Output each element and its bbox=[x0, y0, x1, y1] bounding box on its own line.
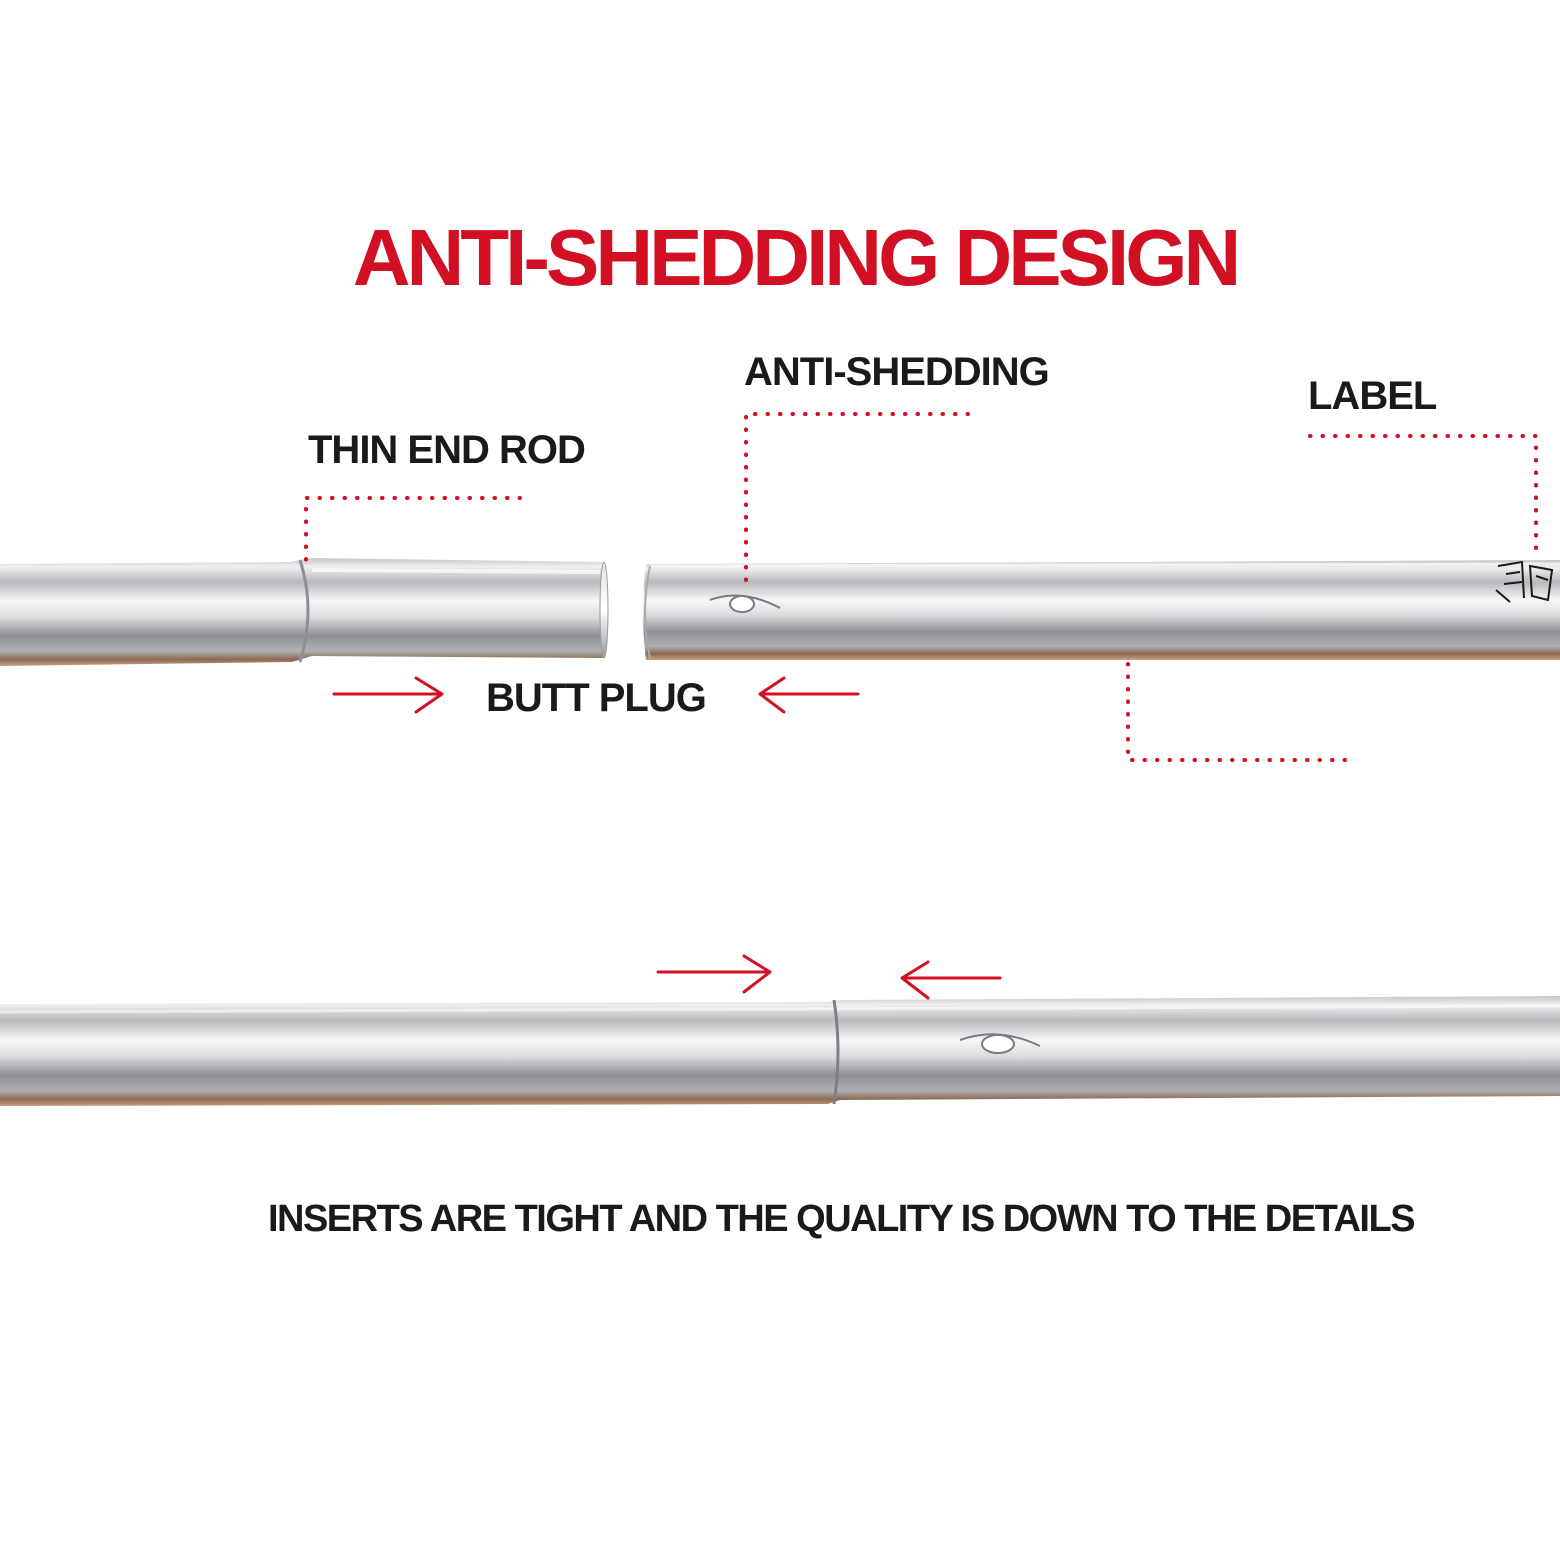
arrow-right-lower bbox=[656, 954, 772, 994]
insert-arrows bbox=[332, 676, 1002, 1000]
assembled-rod bbox=[0, 996, 1560, 1106]
bottom-bracket-leader bbox=[1126, 662, 1348, 762]
anti-shedding-rod-segment bbox=[643, 560, 1560, 660]
anti-shedding-leader bbox=[744, 412, 970, 590]
anti-shedding-label: ANTI-SHEDDING bbox=[744, 350, 1050, 394]
arrow-left-lower bbox=[900, 960, 1002, 1000]
label-callout: LABEL bbox=[1308, 374, 1437, 418]
anti-shedding-dimple-joined bbox=[981, 1034, 1015, 1054]
anti-shedding-dimple bbox=[729, 595, 755, 613]
quality-tagline: INSERTS ARE TIGHT AND THE QUALITY IS DOW… bbox=[267, 1198, 1416, 1240]
label-print-mark bbox=[1495, 560, 1554, 603]
arrow-right-upper bbox=[332, 676, 444, 714]
thin-end-rod-leader bbox=[304, 496, 522, 564]
arrow-left-upper bbox=[758, 676, 860, 714]
label-leader bbox=[1308, 434, 1538, 558]
butt-plug-label: BUTT PLUG bbox=[486, 676, 707, 720]
thin-end-rod-label: THIN END ROD bbox=[308, 428, 586, 472]
thin-end-rod-segment bbox=[0, 558, 609, 666]
headline: ANTI-SHEDDING DESIGN bbox=[352, 213, 1242, 302]
callout-leaders bbox=[304, 412, 1538, 762]
